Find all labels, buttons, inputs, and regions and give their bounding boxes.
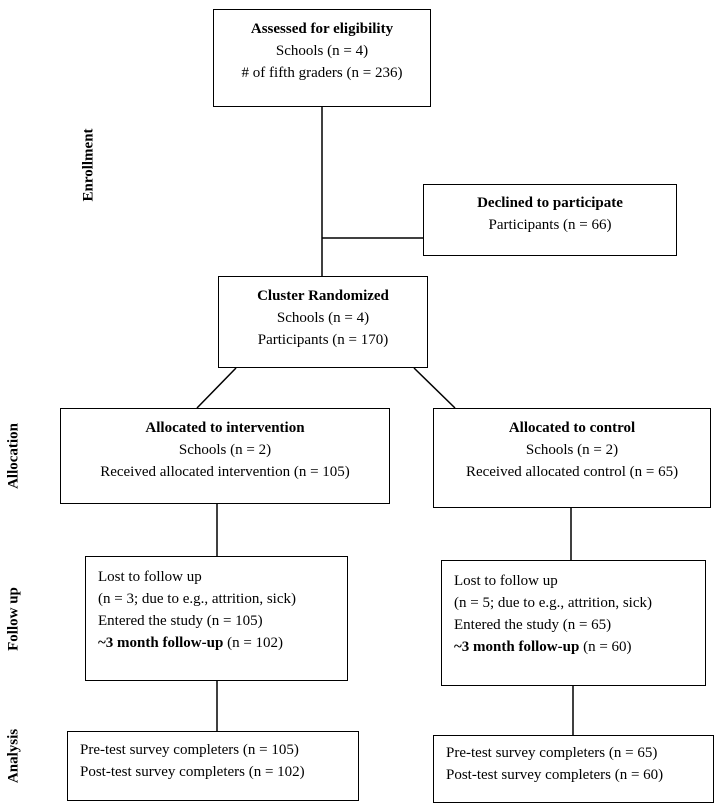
eligibility-box: Assessed for eligibility Schools (n = 4)… xyxy=(213,9,431,107)
randomized-schools: Schools (n = 4) xyxy=(276,310,370,326)
followup-control-lost: Lost to follow up xyxy=(454,573,558,589)
intervention-title: Allocated to intervention xyxy=(145,420,305,436)
control-received: Received allocated control (n = 65) xyxy=(465,464,679,480)
stage-label-follow-up: Follow up xyxy=(5,587,22,651)
intervention-box: Allocated to intervention Schools (n = 2… xyxy=(60,408,390,504)
followup-control-entered: Entered the study (n = 65) xyxy=(454,617,612,633)
intervention-received: Received allocated intervention (n = 105… xyxy=(100,464,350,480)
control-title: Allocated to control xyxy=(508,420,636,436)
followup-intervention-3month: ~3 month follow-up (n = 102) xyxy=(98,632,347,654)
analysis-intervention-pretest: Pre-test survey completers (n = 105) xyxy=(80,742,299,758)
eligibility-title: Assessed for eligibility xyxy=(250,21,394,37)
followup-intervention-reason: (n = 3; due to e.g., attrition, sick) xyxy=(98,591,297,607)
followup-control-3month: ~3 month follow-up (n = 60) xyxy=(454,636,705,658)
eligibility-schools: Schools (n = 4) xyxy=(275,43,369,59)
followup-control-reason: (n = 5; due to e.g., attrition, sick) xyxy=(454,595,653,611)
randomized-title: Cluster Randomized xyxy=(257,288,389,304)
analysis-intervention-box: Pre-test survey completers (n = 105) Pos… xyxy=(67,731,359,801)
stage-label-analysis: Analysis xyxy=(5,728,22,784)
connector-randomized-control xyxy=(413,367,456,409)
followup-intervention-entered: Entered the study (n = 105) xyxy=(98,613,263,629)
analysis-intervention-posttest: Post-test survey completers (n = 102) xyxy=(80,764,305,780)
followup-control-3month-label: ~3 month follow-up xyxy=(454,639,580,655)
randomized-box: Cluster Randomized Schools (n = 4) Parti… xyxy=(218,276,428,368)
control-schools: Schools (n = 2) xyxy=(525,442,619,458)
randomized-participants: Participants (n = 170) xyxy=(257,332,389,348)
followup-intervention-3month-count: (n = 102) xyxy=(223,635,284,651)
declined-box: Declined to participate Participants (n … xyxy=(423,184,677,256)
followup-intervention-box: Lost to follow up (n = 3; due to e.g., a… xyxy=(85,556,348,681)
stage-label-allocation: Allocation xyxy=(5,423,22,489)
declined-participants: Participants (n = 66) xyxy=(488,217,612,233)
followup-control-box: Lost to follow up (n = 5; due to e.g., a… xyxy=(441,560,706,686)
analysis-control-box: Pre-test survey completers (n = 65) Post… xyxy=(433,735,714,803)
declined-title: Declined to participate xyxy=(477,195,623,211)
control-box: Allocated to control Schools (n = 2) Rec… xyxy=(433,408,711,508)
connector-randomized-intervention xyxy=(196,367,237,409)
analysis-control-pretest: Pre-test survey completers (n = 65) xyxy=(446,745,658,761)
intervention-schools: Schools (n = 2) xyxy=(178,442,272,458)
followup-control-3month-count: (n = 60) xyxy=(579,639,632,655)
followup-intervention-3month-label: ~3 month follow-up xyxy=(98,635,224,651)
stage-label-enrollment: Enrollment xyxy=(80,128,97,202)
followup-intervention-lost: Lost to follow up xyxy=(98,569,202,585)
analysis-control-posttest: Post-test survey completers (n = 60) xyxy=(446,767,664,783)
eligibility-fifth-graders: # of fifth graders (n = 236) xyxy=(241,65,403,81)
